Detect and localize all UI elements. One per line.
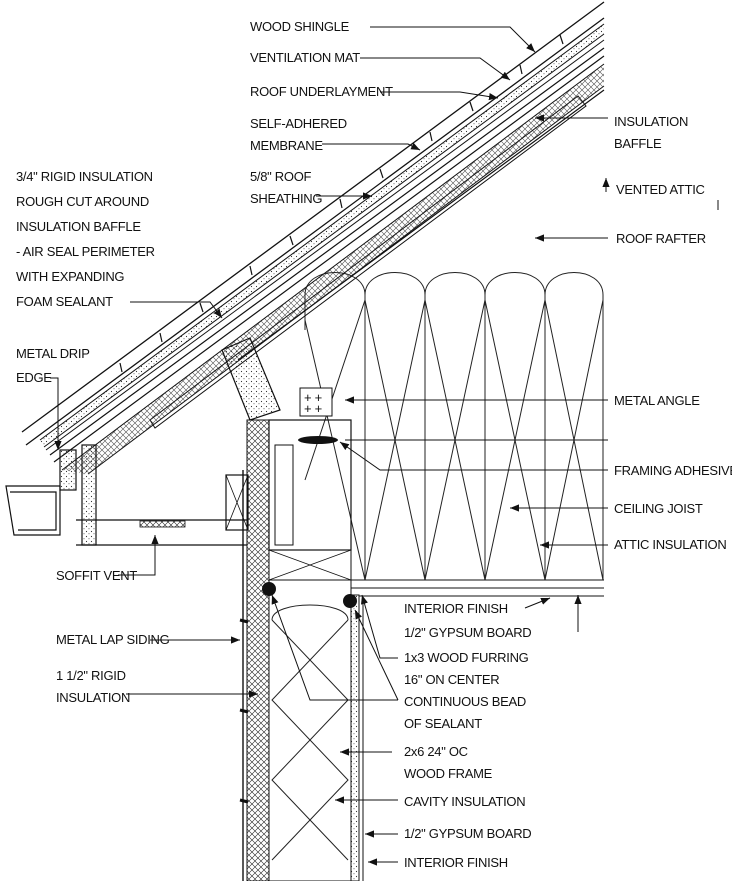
label-frame-1: 2x6 24" OC xyxy=(404,744,468,759)
leader-lines xyxy=(50,26,719,866)
label-soffit-vent: SOFFIT VENT xyxy=(56,568,137,583)
label-gypsum-bottom: 1/2" GYPSUM BOARD xyxy=(404,826,531,841)
label-rigid-3: INSULATION BAFFLE xyxy=(16,219,141,234)
label-sealant-1: CONTINUOUS BEAD xyxy=(404,694,526,709)
wall-assembly: + + + + xyxy=(239,387,604,881)
label-self-adhered-1: SELF-ADHERED xyxy=(250,116,347,131)
label-sealant-2: OF SEALANT xyxy=(404,716,482,731)
label-interior-finish-top: INTERIOR FINISH xyxy=(404,601,508,616)
svg-text:+ +: + + xyxy=(304,390,322,405)
label-roof-rafter: ROOF RAFTER xyxy=(616,231,706,246)
label-ventilation-mat: VENTILATION MAT xyxy=(250,50,360,65)
label-frame-2: WOOD FRAME xyxy=(404,766,493,781)
label-vented-attic: VENTED ATTIC xyxy=(616,182,705,197)
label-cavity-insulation: CAVITY INSULATION xyxy=(404,794,525,809)
label-rigid15-2: INSULATION xyxy=(56,690,130,705)
label-furring-1: 1x3 WOOD FURRING xyxy=(404,650,529,665)
label-framing-adhesive: FRAMING ADHESIVE xyxy=(614,463,732,478)
svg-text:+ +: + + xyxy=(304,401,322,416)
label-rigid-6: FOAM SEALANT xyxy=(16,294,113,309)
label-rigid15-1: 1 1/2" RIGID xyxy=(56,668,126,683)
label-insulation-baffle-1: INSULATION xyxy=(614,114,688,129)
label-rigid-4: - AIR SEAL PERIMETER xyxy=(16,244,155,259)
label-insulation-baffle-2: BAFFLE xyxy=(614,136,662,151)
label-interior-finish-bottom: INTERIOR FINISH xyxy=(404,855,508,870)
label-self-adhered-2: MEMBRANE xyxy=(250,138,323,153)
eave-assembly xyxy=(5,337,281,546)
label-attic-insulation: ATTIC INSULATION xyxy=(614,537,726,552)
callout-labels: WOOD SHINGLE VENTILATION MAT ROOF UNDERL… xyxy=(16,19,732,870)
attic-insulation-batts xyxy=(304,272,604,581)
rigid-insulation-fill xyxy=(62,64,604,474)
label-rigid-5: WITH EXPANDING xyxy=(16,269,124,284)
label-metal-angle: METAL ANGLE xyxy=(614,393,700,408)
label-sheathing-1: 5/8" ROOF xyxy=(250,169,312,184)
label-rigid-2: ROUGH CUT AROUND xyxy=(16,194,149,209)
label-roof-underlayment: ROOF UNDERLAYMENT xyxy=(250,84,393,99)
label-ceiling-joist: CEILING JOIST xyxy=(614,501,703,516)
label-drip-edge-2: EDGE xyxy=(16,370,52,385)
label-metal-lap-siding: METAL LAP SIDING xyxy=(56,632,170,647)
label-drip-edge-1: METAL DRIP xyxy=(16,346,90,361)
ventilation-mat-fill xyxy=(40,24,604,447)
label-gypsum-top: 1/2" GYPSUM BOARD xyxy=(404,625,531,640)
shingle-courses xyxy=(119,34,564,373)
label-wood-shingle: WOOD SHINGLE xyxy=(250,19,350,34)
label-furring-2: 16" ON CENTER xyxy=(404,672,499,687)
label-sheathing-2: SHEATHING xyxy=(250,191,322,206)
label-rigid-1: 3/4" RIGID INSULATION xyxy=(16,169,153,184)
